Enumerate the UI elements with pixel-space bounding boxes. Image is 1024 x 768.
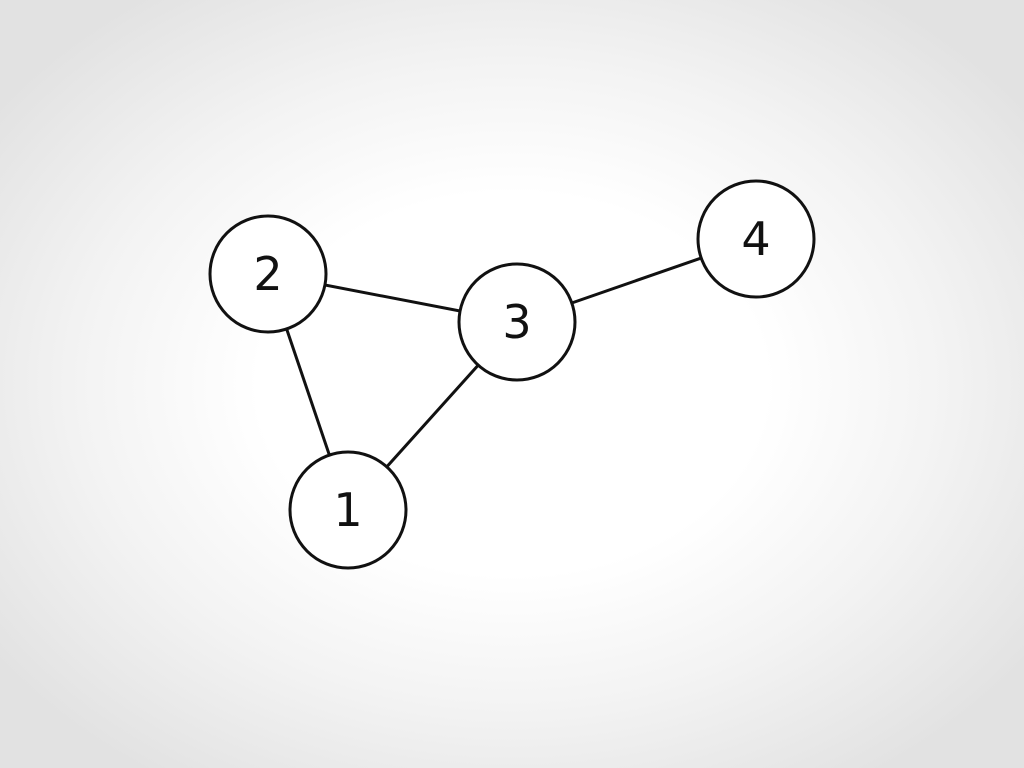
node-4: 4	[696, 179, 816, 299]
node-1: 1	[288, 450, 408, 570]
node-label: 4	[741, 212, 770, 266]
node-label: 3	[502, 295, 531, 349]
node-2: 2	[208, 214, 328, 334]
node-circle	[288, 450, 408, 570]
node-circle	[457, 262, 577, 382]
node-label: 1	[333, 483, 362, 537]
node-circle	[208, 214, 328, 334]
node-circle	[696, 179, 816, 299]
nodes-layer: 1 2 3 4	[208, 179, 816, 570]
node-3: 3	[457, 262, 577, 382]
node-label: 2	[253, 247, 282, 301]
